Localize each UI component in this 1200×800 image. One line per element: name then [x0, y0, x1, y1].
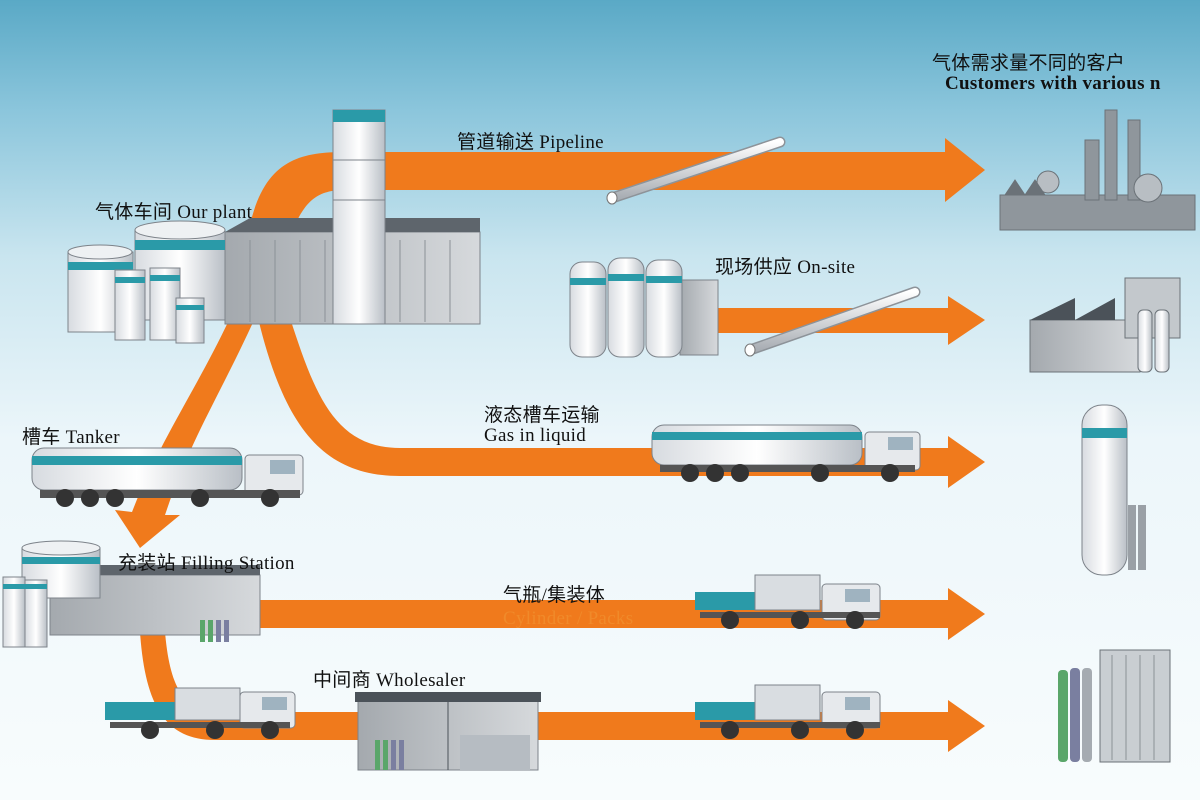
flatbed-truck-icon — [105, 687, 296, 739]
flatbed-truck-icon — [695, 574, 881, 629]
pipeline-label: 管道输送 Pipeline — [457, 132, 604, 153]
pipe-icon — [606, 136, 921, 357]
onsite-plant-icon — [569, 257, 719, 358]
wholesaler-label: 中间商 Wholesaler — [313, 670, 466, 691]
cylinder-bundle-icon — [1058, 649, 1171, 763]
customers-label-cn: 气体需求量不同的客户 — [932, 53, 1126, 74]
tanker-truck-icon — [651, 424, 921, 482]
tanker-label: 槽车 Tanker — [22, 427, 120, 448]
cylinder-label-en: Cylinder / Packs — [503, 608, 634, 629]
cylinder-label-cn: 气瓶/集装体 — [503, 585, 606, 606]
gas-plant-illustration — [67, 109, 481, 344]
onsite-label: 现场供应 On-site — [715, 257, 856, 278]
tanker-truck-icon — [31, 447, 304, 507]
tanker-arrow — [115, 318, 255, 548]
flatbed-truck-icon — [695, 684, 881, 739]
customers-label-en: Customers with various n — [945, 73, 1161, 94]
filling-station-illustration — [2, 540, 261, 648]
filling-station-label: 充装站 Filling Station — [118, 553, 295, 574]
industrial-factory-icon — [999, 109, 1196, 231]
wholesaler-illustration — [355, 692, 541, 771]
gas-liquid-label-cn: 液态槽车运输 — [484, 405, 600, 426]
gas-liquid-label-en: Gas in liquid — [484, 425, 587, 446]
onsite-customer-icon — [1029, 277, 1181, 373]
pipeline-arrow — [250, 138, 985, 232]
cryogenic-tank-icon — [1081, 404, 1146, 576]
our-plant-label: 气体车间 Our plant — [95, 202, 253, 223]
